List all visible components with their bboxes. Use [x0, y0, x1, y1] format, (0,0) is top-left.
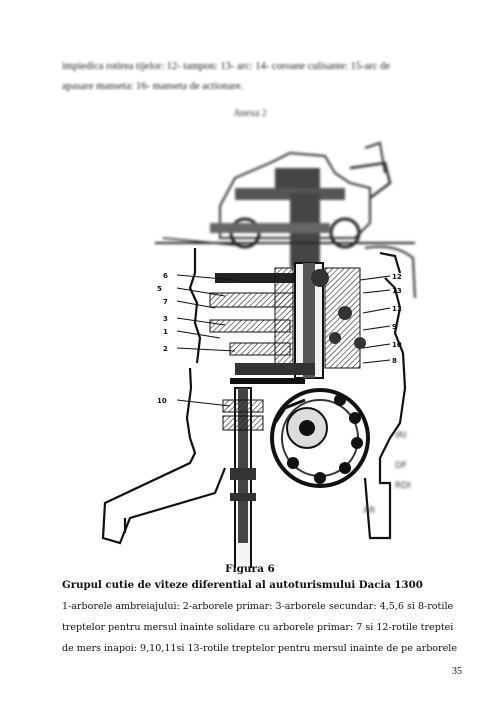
background-text-fragments: IRI DF RDI AR — [363, 431, 411, 516]
page-number: 35 — [452, 666, 462, 677]
differential-ring-gear — [270, 388, 370, 488]
label-right-4: 9 — [392, 323, 397, 331]
body-line-2: treptelor pentru mersul inainte solidare… — [62, 622, 454, 633]
body-line-3: de mers inapoi: 9,10,11si 13-rotile trep… — [62, 643, 457, 654]
svg-text:IRI: IRI — [395, 431, 407, 441]
top-text-line-2: apasare manseta: 16- manseta de actionar… — [62, 81, 244, 92]
label-right-6: 8 — [392, 357, 397, 365]
label-left-4: 3 — [163, 315, 168, 323]
label-left-1: 6 — [163, 272, 168, 280]
label-left-6: 2 — [163, 345, 168, 353]
svg-text:RDI: RDI — [395, 481, 411, 491]
label-right-3: 11 — [392, 305, 402, 313]
label-right-1: 12 — [392, 273, 402, 281]
label-right-5: 10 — [392, 341, 402, 349]
diagram-labels: 6 5 7 3 1 2 10 12 13 11 9 10 8 — [157, 272, 402, 405]
top-text-line-1: impiedica rotirea tijelor: 12- tampon: 1… — [62, 61, 390, 72]
gearbox-housing — [101, 248, 407, 545]
label-right-2: 13 — [392, 287, 402, 295]
svg-text:AR: AR — [363, 506, 375, 516]
label-left-5: 1 — [163, 328, 168, 336]
gearbox-diagram-figure: 6 5 7 3 1 2 10 12 13 11 9 10 8 IRI DF RD… — [95, 138, 425, 568]
section-title: Grupul cutie de viteze diferential al au… — [62, 579, 423, 591]
figure-caption: Figura 6 — [225, 563, 275, 575]
body-line-1: 1-arborele ambreiajului: 2-arborele prim… — [62, 601, 454, 612]
gear-assembly — [209, 262, 366, 568]
gearbox-diagram: 6 5 7 3 1 2 10 12 13 11 9 10 8 IRI DF RD… — [101, 141, 416, 568]
label-left-3: 7 — [163, 298, 168, 306]
svg-text:DF: DF — [395, 461, 407, 471]
annex-label: Anexa 2 — [233, 108, 267, 119]
label-left-2: 5 — [157, 285, 162, 293]
upper-housing-blurred — [155, 141, 416, 299]
label-left-7: 10 — [157, 397, 167, 405]
label-leader-lines — [176, 274, 391, 407]
